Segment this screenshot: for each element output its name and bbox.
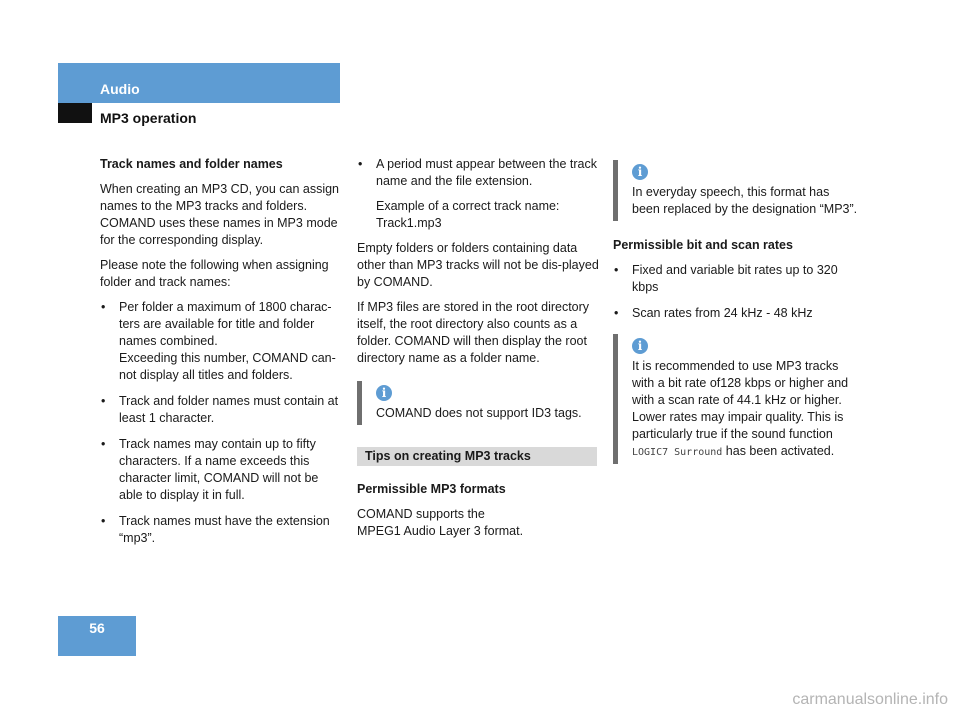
info-text-main: It is recommended to use MP3 tracks with… — [632, 359, 849, 441]
example-label: Example of a correct track name: — [376, 199, 560, 213]
list-item-text: Per folder a maximum of 1800 charac-ters… — [119, 300, 332, 348]
list-item: • Track names must have the extension “m… — [100, 513, 345, 547]
info-icon: i — [632, 164, 648, 180]
bullet-icon: • — [101, 514, 106, 528]
info-icon: i — [632, 338, 648, 354]
info-text: In everyday speech, this format has been… — [632, 185, 858, 216]
naming-rules-list: • Per folder a maximum of 1800 charac-te… — [100, 299, 345, 547]
list-item-text: Track and folder names must contain at l… — [119, 394, 339, 425]
list-item: • A period must appear between the track… — [357, 156, 602, 190]
bullet-icon: • — [101, 437, 106, 451]
list-item-text: A period must appear between the track n… — [376, 157, 597, 188]
example-block: Example of a correct track name: Track1.… — [357, 198, 602, 232]
info-box-recommendation: i It is recommended to use MP3 tracks wi… — [613, 334, 858, 464]
list-item-text: Scan rates from 24 kHz - 48 kHz — [632, 306, 813, 320]
header-marker — [58, 103, 92, 123]
empty-folders-paragraph: Empty folders or folders containing data… — [357, 241, 599, 289]
bullet-icon: • — [614, 263, 619, 277]
list-item-text: Fixed and variable bit rates up to 320 k… — [632, 263, 838, 294]
bullet-icon: • — [614, 306, 619, 320]
info-icon: i — [376, 385, 392, 401]
column-1: Track names and folder names When creati… — [100, 156, 345, 556]
list-item: • Fixed and variable bit rates up to 320… — [613, 262, 858, 296]
page-number-box — [58, 616, 136, 656]
bullet-icon: • — [358, 157, 363, 171]
intro-paragraph: When creating an MP3 CD, you can assign … — [100, 182, 340, 247]
section-subtitle: MP3 operation — [100, 110, 197, 126]
root-directory-paragraph: If MP3 files are stored in the root dire… — [357, 300, 590, 365]
list-item: • Scan rates from 24 kHz - 48 kHz — [613, 305, 858, 322]
list-item-text: Track names must have the extension “mp3… — [119, 514, 330, 545]
info-text: It is recommended to use MP3 tracks with… — [632, 358, 858, 461]
watermark-text: carmanualsonline.info — [792, 691, 948, 708]
formats-heading: Permissible MP3 formats — [357, 482, 506, 496]
list-item-text: Track names may contain up to fifty char… — [119, 437, 319, 502]
list-item-extra: Exceeding this number, COMAND can-not di… — [119, 351, 336, 382]
column-2: • A period must appear between the track… — [357, 156, 602, 548]
rates-list: • Fixed and variable bit rates up to 320… — [613, 262, 858, 322]
list-item: • Per folder a maximum of 1800 charac-te… — [100, 299, 345, 384]
rates-heading: Permissible bit and scan rates — [613, 238, 793, 252]
page-number: 56 — [89, 620, 105, 636]
track-names-heading: Track names and folder names — [100, 157, 283, 171]
bullet-icon: • — [101, 394, 106, 408]
sound-function-code: LOGIC7 Surround — [632, 447, 723, 458]
formats-text: COMAND supports the MPEG1 Audio Layer 3 … — [357, 507, 524, 538]
column-3: i In everyday speech, this format has be… — [613, 160, 858, 478]
bullet-icon: • — [101, 300, 106, 314]
info-text-end: has been activated. — [722, 444, 835, 458]
section-title: Audio — [100, 81, 140, 97]
list-item: • Track and folder names must contain at… — [100, 393, 345, 427]
tips-heading-bar: Tips on creating MP3 tracks — [357, 447, 597, 466]
example-value: Track1.mp3 — [376, 216, 442, 230]
header-bar — [58, 63, 340, 103]
period-rule-list: • A period must appear between the track… — [357, 156, 602, 190]
info-text: COMAND does not support ID3 tags. — [376, 406, 582, 420]
list-item: • Track names may contain up to fifty ch… — [100, 436, 345, 504]
info-box-mp3-designation: i In everyday speech, this format has be… — [613, 160, 858, 221]
note-paragraph: Please note the following when assigning… — [100, 258, 329, 289]
info-box-id3: i COMAND does not support ID3 tags. — [357, 381, 602, 425]
